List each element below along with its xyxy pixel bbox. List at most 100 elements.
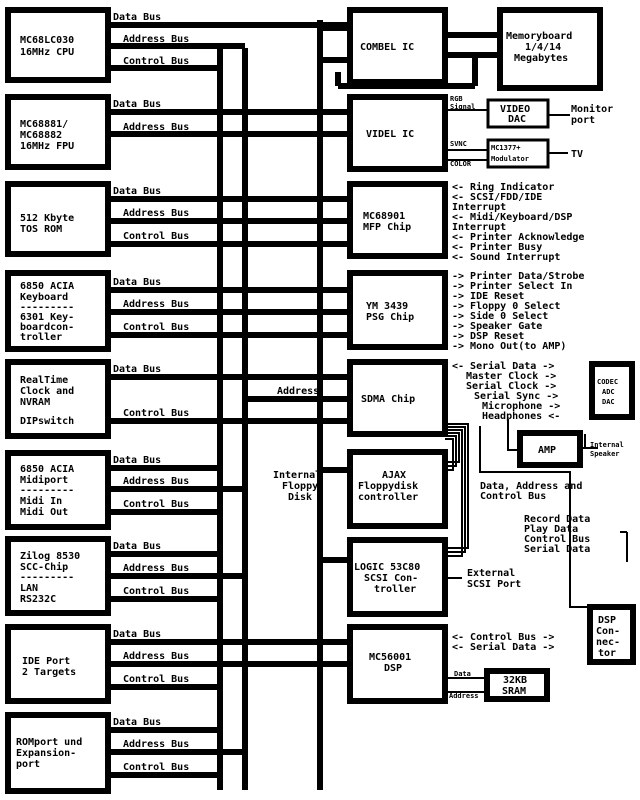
combel-block: COMBEL IC [347, 7, 448, 85]
memoryboard-line-1: Memoryboard [506, 31, 572, 42]
scc-block: Zilog 8530 SCC-Chip --------- LAN RS232C [5, 536, 111, 616]
kbd-data-bus-label: Data Bus [113, 277, 161, 288]
acia-kbd-line-5: boardcon- [20, 322, 74, 333]
mfp-line-2: MFP Chip [363, 221, 411, 233]
memoryboard-block: Memoryboard 1/4/14 Megabytes [497, 7, 603, 91]
dsp-connector-line-4: tor [598, 648, 616, 659]
tos-line-1: 512 Kbyte [20, 213, 74, 224]
amp-block: AMP [517, 430, 583, 468]
dsp-connector-line-1: DSP [598, 615, 616, 626]
dsp-conn-signal: Serial Data [524, 543, 590, 555]
mfp-signal: <- Printer Busy [452, 241, 542, 253]
acia-midi-line-3: --------- [20, 485, 74, 496]
sdma-signal: Master Clock -> [466, 371, 556, 382]
fpu-line-1: MC68881/ [20, 119, 68, 130]
scc-address-bus-label: Address Bus [123, 563, 189, 574]
ajax-line-3: controller [358, 492, 418, 503]
scc-line-3: --------- [20, 572, 74, 583]
dsp-connector-line-3: nec- [596, 637, 620, 648]
ajax-line-1: AJAX [382, 470, 406, 481]
color-label: COLOR [450, 160, 472, 168]
midi-control-bus-label: Control Bus [123, 499, 189, 510]
tos-control-bus-label: Control Bus [123, 231, 189, 242]
psg-block: YM 3439 PSG Chip [347, 270, 448, 350]
psg-signal: -> Side 0 Select [452, 310, 548, 322]
internal-floppy-line-1: Internal [273, 470, 321, 481]
psg-signal: -> IDE Reset [452, 291, 524, 302]
monitor-port-line-2: port [571, 115, 595, 126]
sram-block: 32KB SRAM [484, 668, 550, 702]
acia-kbd-line-3: --------- [20, 302, 74, 313]
dsp-line-2: DSP [384, 663, 402, 674]
acia-midi-line-5: Midi Out [20, 506, 68, 518]
external-scsi-line-2: SCSI Port [467, 579, 521, 590]
rtc-data-bus-label: Data Bus [113, 364, 161, 375]
mfp-signals: <- Ring Indicator <- SCSI/FDD/IDE Interr… [452, 181, 584, 263]
acia-midi-line-1: 6850 ACIA [20, 464, 74, 475]
rgb-label-1: RGB [450, 95, 463, 103]
fpu-block: MC68881/ MC68882 16MHz FPU [5, 94, 111, 170]
acia-kbd-line-1: 6850 ACIA [20, 281, 74, 292]
internal-speaker-line-1: Internal [590, 441, 624, 449]
memoryboard-line-2: 1/4/14 [525, 42, 561, 53]
scsi-line-3: troller [374, 584, 416, 595]
codec-line-3: DAC [602, 398, 615, 406]
acia-kbd-line-6: troller [20, 332, 62, 343]
acia-kbd-line-4: 6301 Key- [20, 312, 74, 323]
scc-line-4: LAN [20, 583, 38, 594]
modulator-line-2: Modulator [491, 155, 529, 163]
acia-kbd-line-2: Keyboard [20, 292, 68, 303]
videl-label: VIDEL IC [366, 129, 414, 140]
scc-line-2: SCC-Chip [20, 561, 68, 573]
sram-line-2: SRAM [502, 686, 526, 697]
mfp-signal: Interrupt [452, 202, 506, 213]
combel-label: COMBEL IC [360, 42, 414, 53]
internal-floppy-line-3: Disk [288, 491, 312, 503]
rtc-line-3: NVRAM [20, 397, 50, 408]
rom-address-bus-label: Address Bus [123, 739, 189, 750]
video-dac-line-1: VIDEO [500, 104, 530, 115]
rtc-control-bus-label: Control Bus [123, 408, 189, 419]
internal-floppy-line-2: Floppy [282, 481, 318, 492]
video-dac-line-2: DAC [508, 114, 526, 125]
psg-signal: -> Printer Data/Strobe [452, 270, 584, 282]
ide-line-1: IDE Port [22, 656, 70, 667]
sdma-signal: Serial Clock -> [466, 380, 556, 392]
ide-port-block: IDE Port 2 Targets [5, 624, 111, 704]
psg-signal: -> Speaker Gate [452, 321, 542, 332]
scsi-line-2: SCSI Con- [364, 573, 418, 584]
ajax-block: AJAX Floppydisk controller [347, 449, 448, 529]
cpu-address-bus-label: Address Bus [123, 34, 189, 45]
cpu-block: MC68LC030 16MHz CPU [5, 7, 111, 83]
monitor-port-line-1: Monitor [571, 103, 613, 115]
sdma-signal: Serial Sync -> [474, 390, 558, 402]
dsp-conn-signal: Record Data [524, 514, 590, 525]
sync-label: SVNC [450, 140, 467, 148]
sram-line-1: 32KB [503, 675, 527, 686]
dsp-connector-signals: Record Data Play Data Control Bus Serial… [524, 514, 628, 562]
scsi-block: LOGIC 53C80 SCSI Con- troller [347, 537, 448, 617]
psg-signal: -> DSP Reset [452, 331, 524, 342]
romport-block: ROMport und Expansion- port [5, 712, 111, 794]
midi-data-bus-label: Data Bus [113, 455, 161, 466]
codec-line-2: ADC [602, 388, 615, 396]
psg-signal: -> Printer Select In [452, 280, 572, 292]
dsp-connector-line-2: Con- [596, 626, 620, 637]
psg-line-2: PSG Chip [366, 311, 414, 323]
scc-data-bus-label: Data Bus [113, 541, 161, 552]
dsp-signal: <- Control Bus -> [452, 632, 554, 643]
ide-line-2: 2 Targets [22, 667, 76, 678]
fpu-data-bus-label: Data Bus [113, 99, 161, 110]
romport-line-1: ROMport und [16, 737, 82, 748]
ide-address-bus-label: Address Bus [123, 651, 189, 662]
modulator-block: MC1377+ Modulator [486, 138, 550, 169]
kbd-control-bus-label: Control Bus [123, 322, 189, 333]
romport-line-3: port [16, 759, 40, 770]
video-connections [448, 109, 570, 161]
ide-data-bus-label: Data Bus [113, 629, 161, 640]
psg-signal: -> Floppy 0 Select [452, 301, 560, 312]
mfp-signal: <- Printer Acknowledge [452, 231, 584, 243]
dsp-signal: <- Serial Data -> [452, 641, 554, 653]
rtc-line-2: Clock and [20, 386, 74, 397]
tv-label: TV [571, 149, 583, 160]
